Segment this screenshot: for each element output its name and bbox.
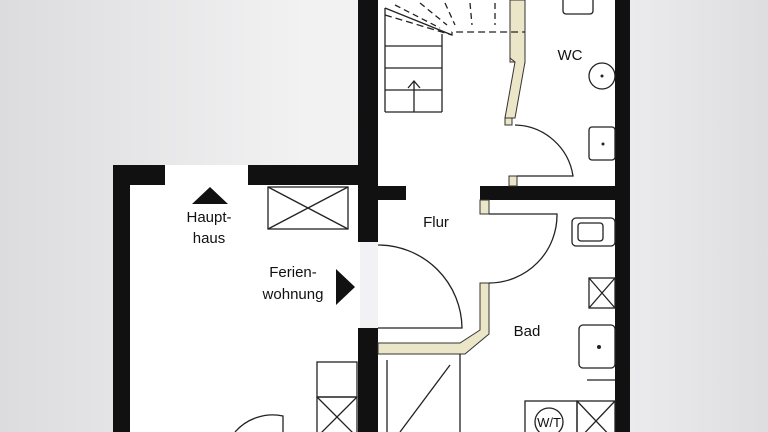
entrance-opening: [165, 165, 248, 185]
label-ferienwohnung-2: wohnung: [262, 286, 324, 303]
wc-toilet: [562, 0, 594, 15]
arrow-up-icon: [192, 187, 228, 204]
entrance-shaft: [267, 186, 349, 230]
room-label-wc: WC: [558, 47, 583, 64]
upper-floor-area: [378, 0, 615, 432]
label-hauptaus-1: Haupt-: [186, 209, 231, 226]
staircase: [384, 2, 525, 113]
fixtures: W/T: [267, 0, 616, 432]
partition-walls: [377, 0, 526, 355]
wc-sink: [588, 62, 616, 90]
bad-sink: [578, 324, 616, 369]
bad-door: [488, 213, 558, 284]
closet: [386, 354, 461, 432]
bad-shaft: [588, 277, 616, 309]
lower-door: [234, 414, 284, 432]
label-hauptaus-2: haus: [193, 230, 226, 247]
walls: [113, 0, 630, 432]
room-label-bad: Bad: [514, 323, 541, 340]
bad-toilet: [571, 217, 616, 247]
washer-label: W/T: [537, 415, 561, 430]
doors: [234, 124, 574, 432]
arrow-right-icon: [336, 269, 355, 305]
room-label-flur: Flur: [423, 214, 449, 231]
wc-door: [514, 124, 574, 177]
label-ferienwohnung-1: Ferien-: [269, 264, 317, 281]
entrance-floor-area: [130, 185, 360, 432]
wc-basin: [588, 126, 616, 161]
flur-door: [377, 244, 463, 329]
